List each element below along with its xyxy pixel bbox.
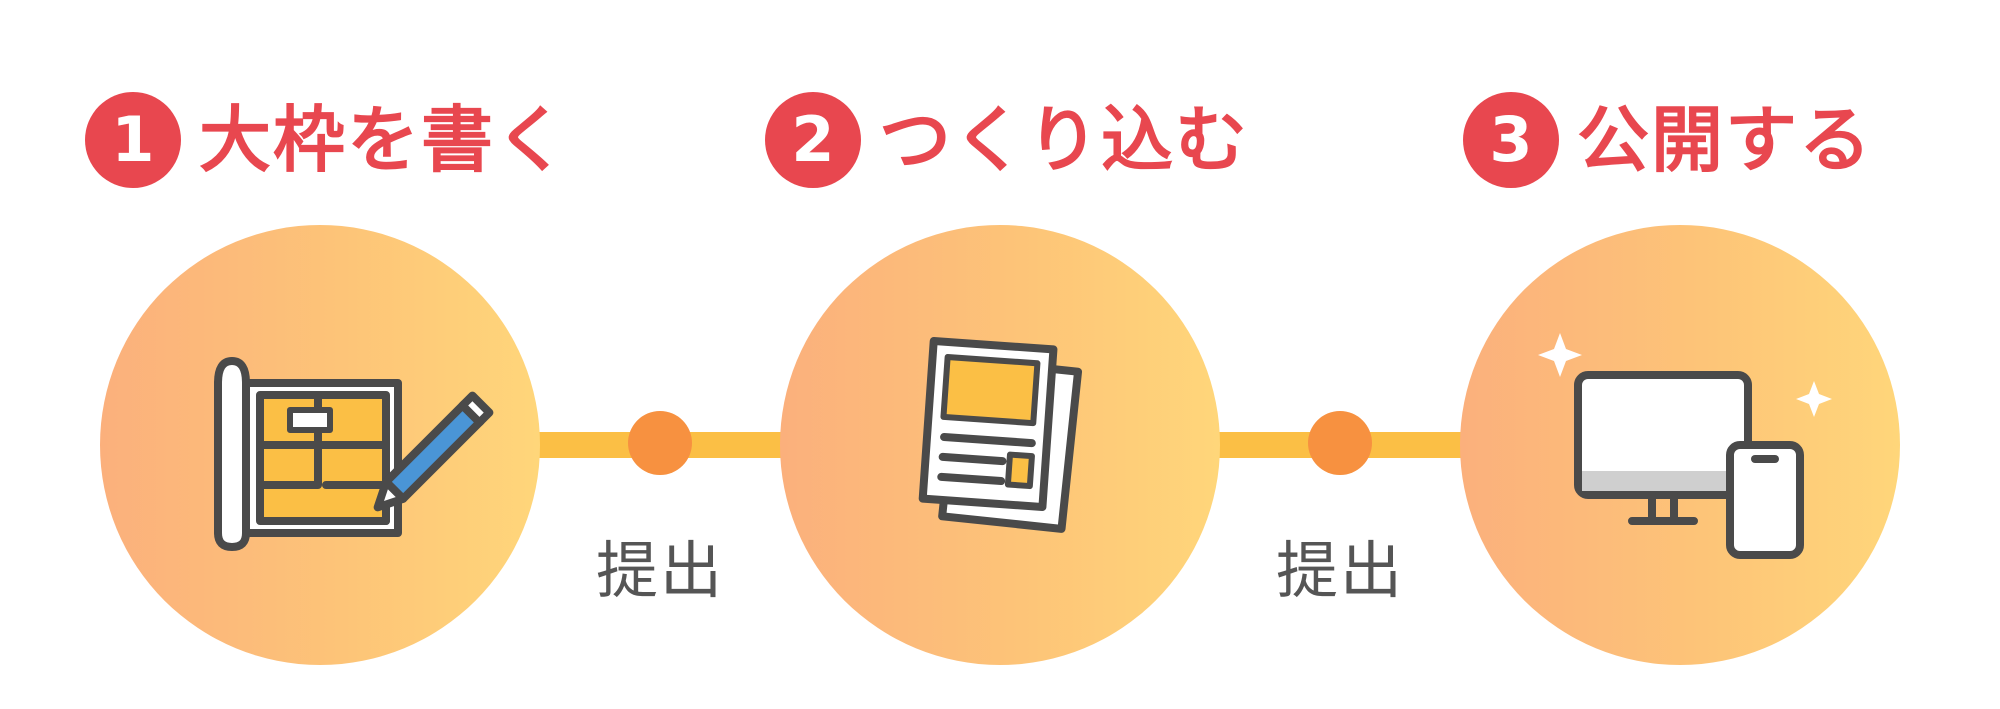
step-2-circle xyxy=(780,225,1220,665)
documents-icon xyxy=(918,337,1083,533)
step-3-title: 公開する xyxy=(1577,98,1874,182)
blueprint-pencil-icon xyxy=(214,357,494,551)
step-3-number-badge: 3 xyxy=(1463,92,1559,188)
step-1-header: 1 大枠を書く xyxy=(85,85,569,195)
connector-dot-1 xyxy=(628,411,692,475)
step-2-header: 2 つくり込む xyxy=(765,85,1249,195)
step-1-title: 大枠を書く xyxy=(199,98,570,182)
step-1-number-badge: 1 xyxy=(85,92,181,188)
step-3-header: 3 公開する xyxy=(1463,85,1873,195)
step-1-circle xyxy=(100,225,540,665)
step-2-number-badge: 2 xyxy=(765,92,861,188)
connector-dot-2 xyxy=(1308,411,1372,475)
step-3-circle xyxy=(1460,225,1900,665)
devices-sparkle-icon xyxy=(1538,333,1832,559)
connector-label-2: 提出 xyxy=(1275,534,1404,607)
step-2-title: つくり込む xyxy=(879,98,1250,182)
connector-label-1: 提出 xyxy=(595,534,724,607)
